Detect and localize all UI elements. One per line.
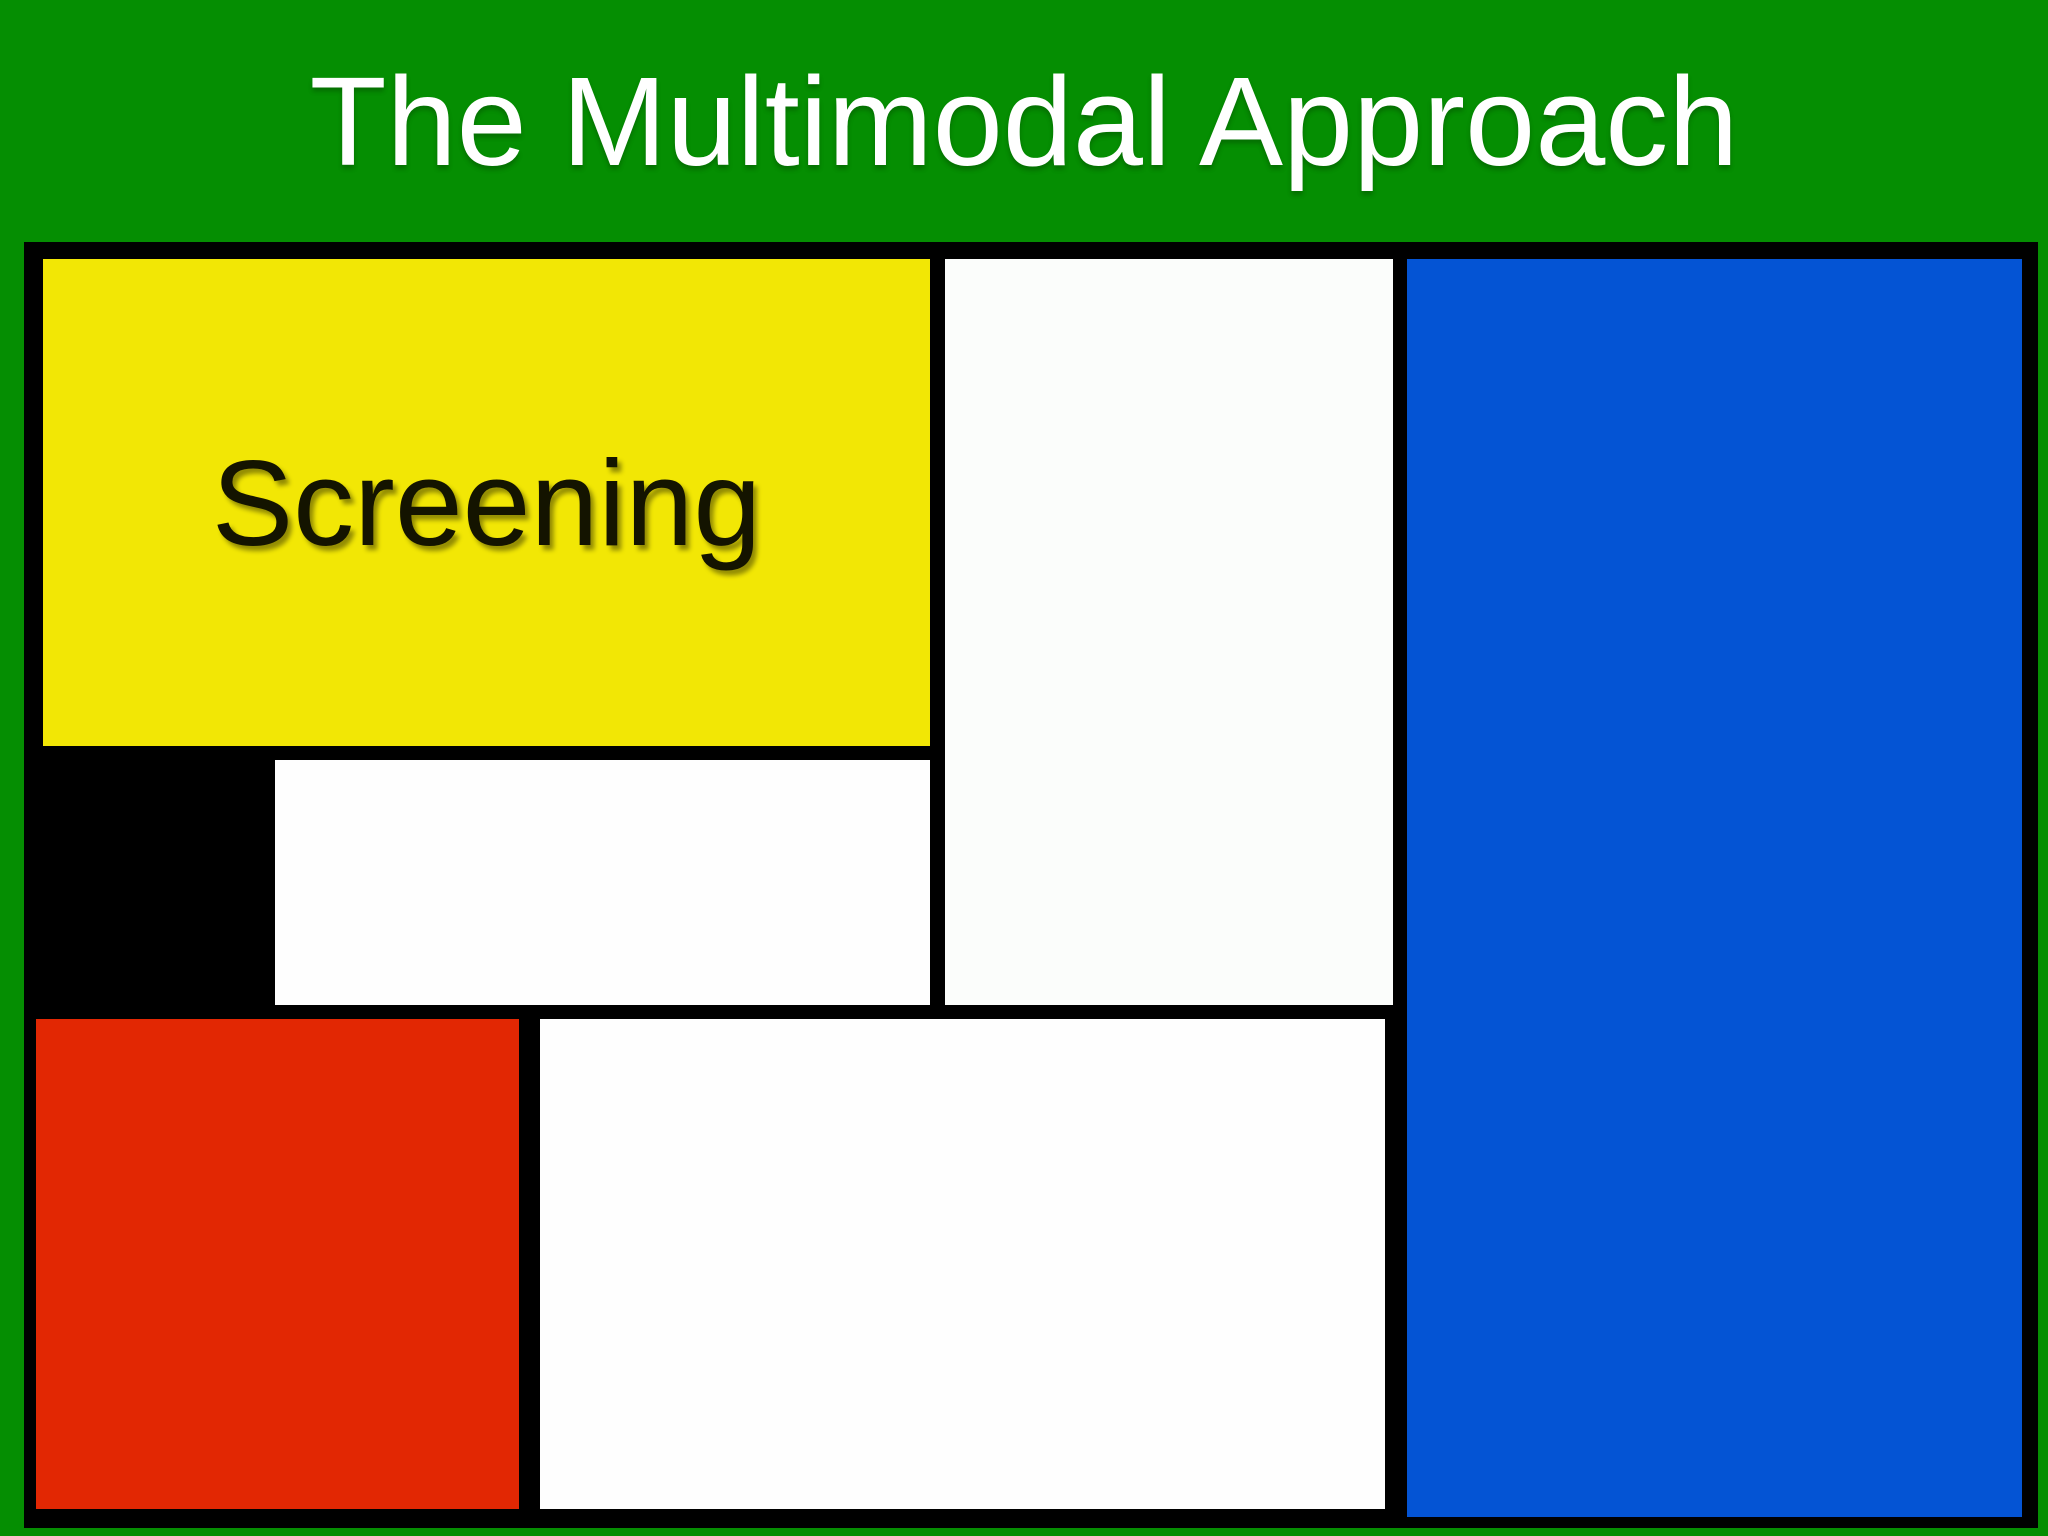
blue-block xyxy=(1407,259,2022,1517)
white-middle-block xyxy=(275,760,930,1005)
white-bottom-block xyxy=(540,1019,1385,1509)
title-banner: The Multimodal Approach xyxy=(0,0,2048,242)
mondrian-frame: Screening xyxy=(24,242,2038,1528)
slide-title: The Multimodal Approach xyxy=(309,50,1739,192)
screening-block: Screening xyxy=(43,259,930,746)
screening-label: Screening xyxy=(211,434,762,571)
white-top-block xyxy=(945,259,1393,1005)
red-block xyxy=(36,1019,519,1509)
